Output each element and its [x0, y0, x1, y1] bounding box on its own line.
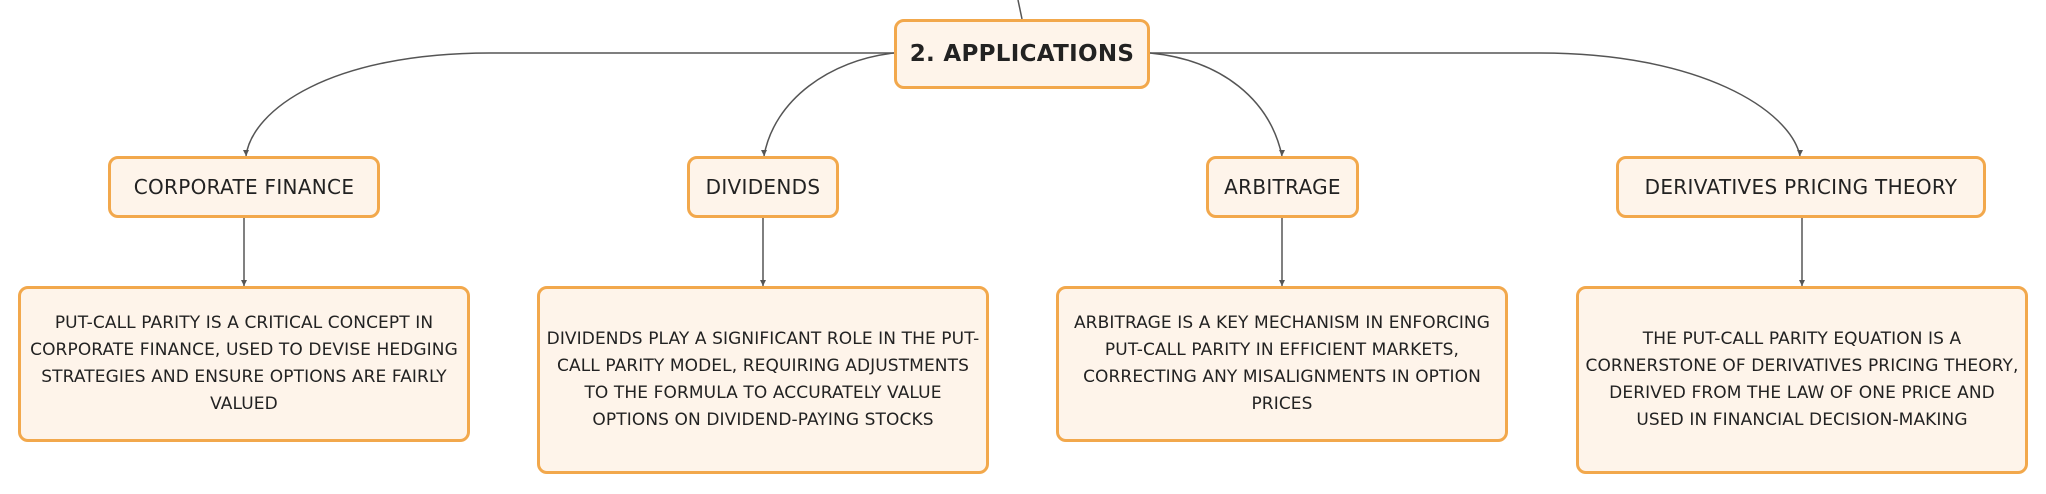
- arrowhead: [1279, 280, 1285, 286]
- parent-connector: [1017, 0, 1023, 20]
- connector-root-dividends: [763, 52, 895, 157]
- detail-node-corporate-finance[interactable]: PUT-CALL PARITY IS A CRITICAL CONCEPT IN…: [18, 286, 470, 442]
- detail-node-derivatives-pricing-theory[interactable]: THE PUT-CALL PARITY EQUATION IS A CORNER…: [1576, 286, 2028, 474]
- arrowhead: [1797, 150, 1803, 156]
- topic-label: DERIVATIVES PRICING THEORY: [1644, 175, 1958, 199]
- detail-text: ARBITRAGE IS A KEY MECHANISM IN ENFORCIN…: [1073, 313, 1491, 414]
- detail-node-arbitrage[interactable]: ARBITRAGE IS A KEY MECHANISM IN ENFORCIN…: [1056, 286, 1508, 442]
- connector-root-arbitrage: [1149, 52, 1283, 157]
- topic-node-derivatives-pricing-theory[interactable]: DERIVATIVES PRICING THEORY: [1616, 156, 1986, 218]
- topic-node-arbitrage[interactable]: ARBITRAGE: [1206, 156, 1359, 218]
- arrowhead: [243, 150, 249, 156]
- topic-label: CORPORATE FINANCE: [133, 175, 355, 199]
- detail-text: DIVIDENDS PLAY A SIGNIFICANT ROLE IN THE…: [546, 329, 980, 430]
- connector-root-derivatives: [1150, 52, 1801, 157]
- arrowhead: [1279, 150, 1285, 156]
- root-node[interactable]: 2. APPLICATIONS: [894, 19, 1150, 89]
- root-label: 2. APPLICATIONS: [909, 41, 1135, 67]
- arrowhead: [760, 280, 766, 286]
- topic-label: ARBITRAGE: [1224, 175, 1341, 199]
- topic-label: DIVIDENDS: [705, 175, 821, 199]
- arrowhead: [1799, 280, 1805, 286]
- connector-root-corporate-finance: [245, 52, 894, 157]
- arrowhead: [241, 280, 247, 286]
- detail-text: THE PUT-CALL PARITY EQUATION IS A CORNER…: [1585, 329, 2019, 430]
- detail-text: PUT-CALL PARITY IS A CRITICAL CONCEPT IN…: [30, 313, 458, 414]
- detail-node-dividends[interactable]: DIVIDENDS PLAY A SIGNIFICANT ROLE IN THE…: [537, 286, 989, 474]
- topic-node-corporate-finance[interactable]: CORPORATE FINANCE: [108, 156, 380, 218]
- topic-node-dividends[interactable]: DIVIDENDS: [687, 156, 839, 218]
- arrowhead: [761, 150, 767, 156]
